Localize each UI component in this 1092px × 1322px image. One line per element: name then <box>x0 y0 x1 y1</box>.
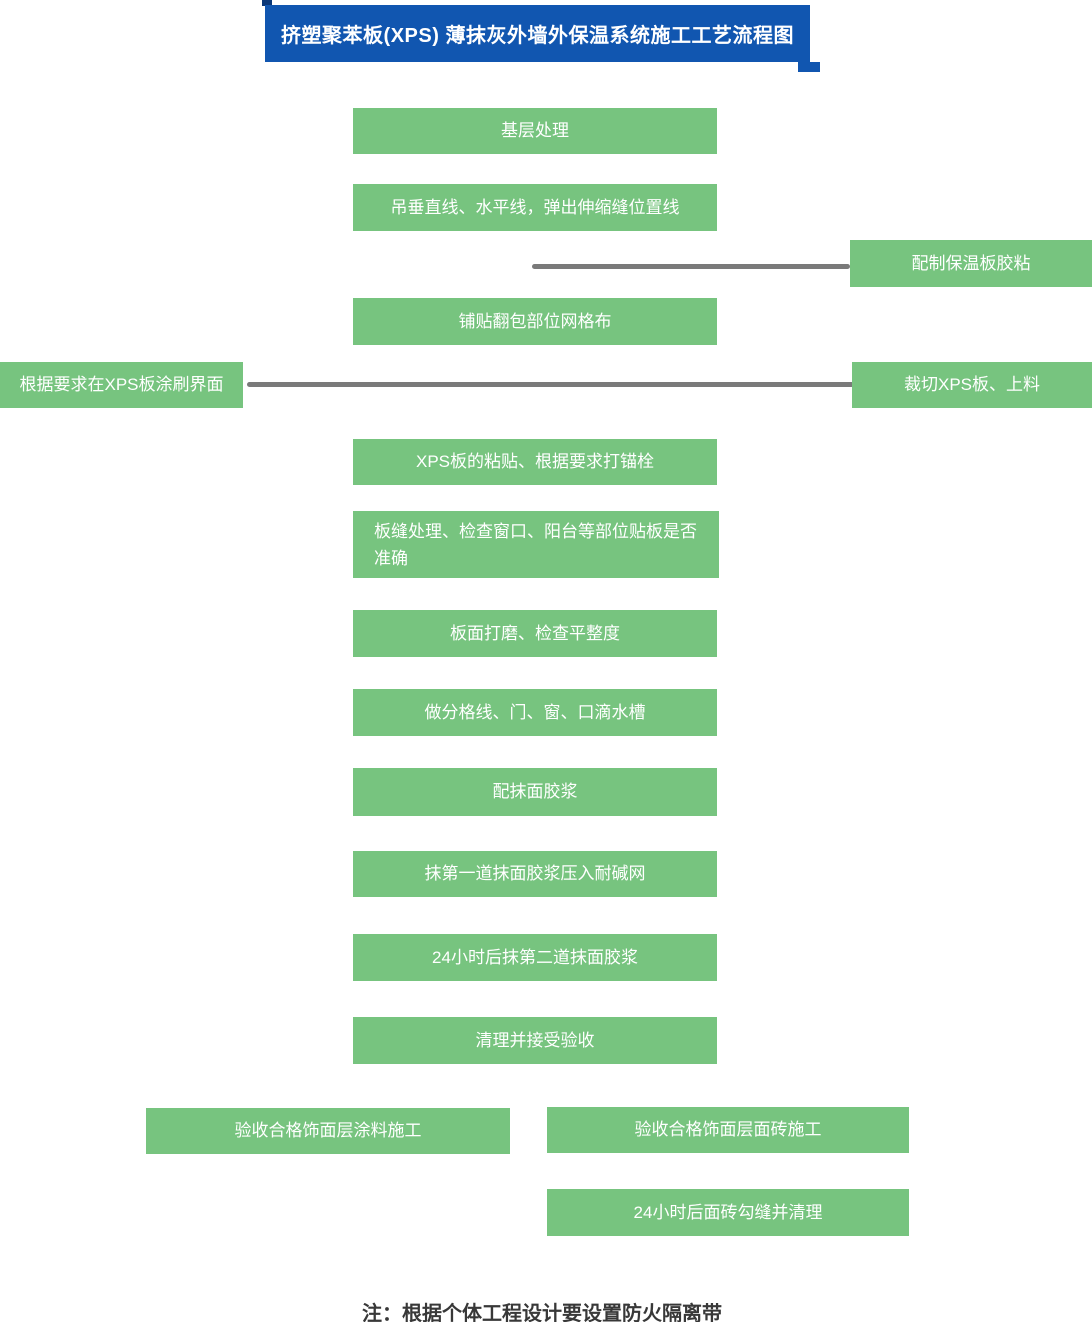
flowchart-title-bar: 挤塑聚苯板(XPS) 薄抹灰外墙外保温系统施工工艺流程图 <box>265 5 810 62</box>
step-label: 验收合格饰面层涂料施工 <box>234 1121 422 1140</box>
connector-line-to-adhesive <box>532 264 850 269</box>
step-clean-accept: 清理并接受验收 <box>353 1017 717 1064</box>
step-label: 板缝处理、检查窗口、阳台等部位贴板是否准确 <box>374 521 697 568</box>
step-label: 裁切XPS板、上料 <box>903 375 1041 394</box>
step-sanding-flatness: 板面打磨、检查平整度 <box>353 610 717 657</box>
connector-line-coating-to-cutting <box>247 382 854 387</box>
step-paste-anchor: XPS板的粘贴、根据要求打锚栓 <box>353 439 717 485</box>
step-second-coat: 24小时后抹第二道抹面胶浆 <box>353 934 717 981</box>
step-seam-check: 板缝处理、检查窗口、阳台等部位贴板是否准确 <box>353 511 719 578</box>
step-label: 做分格线、门、窗、口滴水槽 <box>424 702 646 722</box>
step-paint-finish: 验收合格饰面层涂料施工 <box>146 1108 510 1154</box>
title-corner-accent <box>798 62 820 72</box>
step-cut-xps-boards: 裁切XPS板、上料 <box>852 362 1092 408</box>
step-interface-coating: 根据要求在XPS板涂刷界面 <box>0 362 243 408</box>
step-grooves-drip: 做分格线、门、窗、口滴水槽 <box>353 689 717 736</box>
title-corner-tab <box>262 0 272 6</box>
step-label: 配抹面胶浆 <box>492 782 578 801</box>
step-label: 基层处理 <box>501 121 569 140</box>
step-label: 根据要求在XPS板涂刷界面 <box>19 375 224 394</box>
step-base-treatment: 基层处理 <box>353 108 717 154</box>
footnote: 注：根据个体工程设计要设置防火隔离带 <box>362 1303 722 1322</box>
step-label: 板面打磨、检查平整度 <box>450 623 620 643</box>
step-label: 验收合格饰面层面砖施工 <box>634 1120 822 1139</box>
step-label: XPS板的粘贴、根据要求打锚栓 <box>415 452 655 471</box>
step-label: 铺贴翻包部位网格布 <box>458 311 612 331</box>
step-first-coat-mesh: 抹第一道抹面胶浆压入耐碱网 <box>353 851 717 897</box>
step-label: 24小时后面砖勾缝并清理 <box>633 1202 823 1222</box>
step-mesh-wrap-parts: 铺贴翻包部位网格布 <box>353 298 717 345</box>
step-label: 清理并接受验收 <box>475 1030 595 1050</box>
step-label: 吊垂直线、水平线，弹出伸缩缝位置线 <box>390 197 680 217</box>
step-label: 抹第一道抹面胶浆压入耐碱网 <box>424 864 646 883</box>
step-label: 配制保温板胶粘 <box>911 253 1031 273</box>
step-hang-control-lines: 吊垂直线、水平线，弹出伸缩缝位置线 <box>353 184 717 231</box>
step-prepare-adhesive: 配制保温板胶粘 <box>850 240 1092 287</box>
step-label: 24小时后抹第二道抹面胶浆 <box>432 947 638 967</box>
page-title: 挤塑聚苯板(XPS) 薄抹灰外墙外保温系统施工工艺流程图 <box>281 25 794 47</box>
step-tile-finish: 验收合格饰面层面砖施工 <box>547 1107 909 1153</box>
step-prepare-mortar: 配抹面胶浆 <box>353 768 717 816</box>
step-tile-grout-clean: 24小时后面砖勾缝并清理 <box>547 1189 909 1236</box>
